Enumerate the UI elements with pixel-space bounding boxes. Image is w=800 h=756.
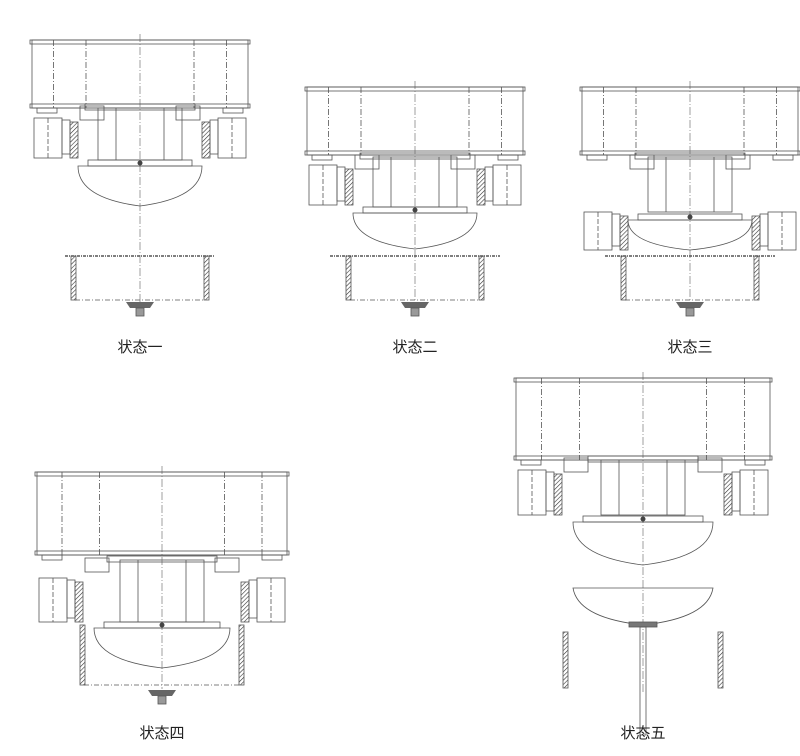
well-wall-right [717,631,724,689]
bearing-box [629,154,655,170]
dish [93,627,231,669]
column-cap [634,152,746,160]
housing-top-flange [304,86,526,92]
seal-left [74,581,84,623]
housing-top-flange [579,86,800,92]
dish-fastener [687,214,693,220]
well-wall-left [345,255,352,301]
bracket [209,119,219,155]
bracket [545,471,555,512]
foot-left [520,459,542,466]
seal-right [240,581,250,623]
support-stand [148,690,176,696]
central-column [647,156,733,213]
column-cap [359,152,471,160]
column-cap [84,103,196,111]
bearing-box [725,154,751,170]
seal-left [344,168,354,206]
side-block-left [33,117,63,159]
dish-clamp [628,621,658,628]
housing-top-flange [29,39,251,45]
support-stand [401,302,429,308]
foot-right [222,107,244,114]
bearing-box [450,154,476,170]
foot-left [311,154,333,161]
foot-left [36,107,58,114]
state-2-drawing [304,81,526,317]
seal-left [553,473,563,516]
dish [627,219,753,251]
side-block-right [217,117,247,159]
state-4-drawing [34,466,290,705]
state-5-label: 状态五 [620,724,666,742]
bracket [61,119,71,155]
state-3-label: 状态三 [667,338,713,356]
bracket [611,213,621,247]
well-wall-right [238,624,245,686]
bearing-box [354,154,380,170]
state-3-drawing [579,81,800,317]
dish [572,521,714,566]
bearing-box [563,457,589,473]
dish-fastener [159,622,165,628]
well-wall-left [620,255,627,301]
bearing-box [79,105,105,121]
bearing-box [175,105,201,121]
support-post [410,307,420,317]
housing-top-flange [513,377,773,383]
foot-right [744,459,766,466]
seal-right [476,168,486,206]
well-wall-left [79,624,86,686]
support-post [685,307,695,317]
bracket [759,213,769,247]
foot-left [586,154,608,161]
dish-fastener [137,160,143,166]
foot-right [261,554,283,561]
lifting-rod [639,626,647,736]
housing-bottom-flange [579,150,800,156]
housing-bottom-flange [34,550,290,556]
well-wall-right [478,255,485,301]
bracket [66,579,76,619]
column-cap [106,555,218,563]
well-wall-right [203,255,210,301]
bracket [484,166,494,202]
housing-bottom-flange [304,150,526,156]
support-stand [676,302,704,308]
seal-left [69,121,79,159]
seal-right [723,473,733,516]
foot-left [41,554,63,561]
bearing-box [84,557,110,573]
bracket [336,166,346,202]
bracket [731,471,741,512]
foot-right [772,154,794,161]
state-2-label: 状态二 [392,338,438,356]
support-post [135,307,145,317]
seal-right [751,215,761,251]
central-column [600,459,686,516]
dish-fastener [640,516,646,522]
well-wall-right [753,255,760,301]
housing-top-flange [34,471,290,477]
state-1-label: 状态一 [117,338,163,356]
bracket [248,579,258,619]
support-post [157,695,167,705]
side-block-right [492,164,522,206]
state-5-drawing [513,372,773,736]
well-wall-left [562,631,569,689]
foot-right [497,154,519,161]
dish [77,165,203,207]
seal-right [201,121,211,159]
bearing-box [214,557,240,573]
well-wall-left [70,255,77,301]
dish [352,212,478,250]
side-block-left [308,164,338,206]
seal-left [619,215,629,251]
bearing-box [697,457,723,473]
state-4-label: 状态四 [139,724,185,742]
support-stand [126,302,154,308]
dish-fastener [412,207,418,213]
state-1-drawing [29,34,251,317]
